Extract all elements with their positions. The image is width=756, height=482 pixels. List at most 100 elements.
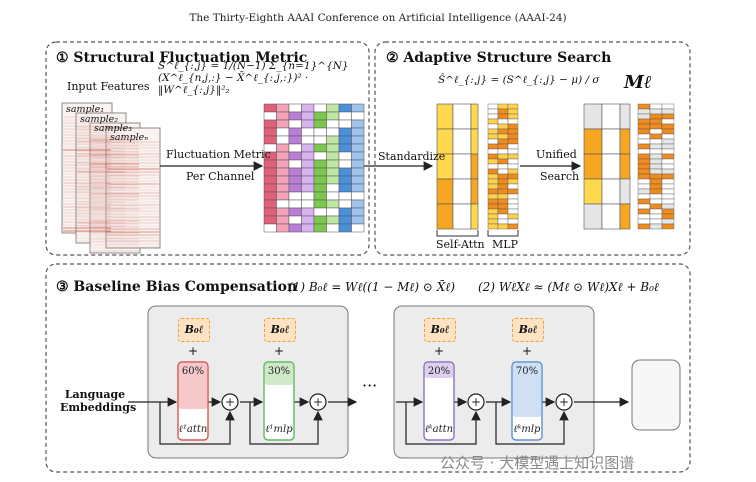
channel-cell [288, 183, 302, 193]
channel-cell [338, 119, 352, 129]
section2-frame [374, 41, 691, 256]
mask-mlp-cell [637, 118, 651, 125]
mlp-label: MLP [492, 238, 518, 251]
mlp-score-cell [497, 133, 509, 140]
mask-mlp-cell [661, 113, 675, 120]
channel-cell [326, 207, 340, 217]
channel-cell [313, 207, 327, 217]
sample-2-label: sample₂ [80, 114, 119, 125]
mask-mlp-cell [649, 143, 663, 150]
channel-cell [301, 159, 315, 169]
mask-attn-cell [583, 103, 603, 130]
channel-cell [276, 111, 290, 121]
channel-cell [326, 119, 340, 129]
channel-cell [276, 151, 290, 161]
mask-mlp-cell [637, 148, 651, 155]
mask-mlp-cell [637, 183, 651, 190]
mlp-score-cell [487, 183, 499, 190]
channel-cell [301, 151, 315, 161]
channel-cell [276, 223, 290, 233]
mask-mlp-cell [637, 173, 651, 180]
mlp-score-cell [487, 158, 499, 165]
mlp-score-cell [497, 188, 509, 195]
mlp-score-cell [487, 173, 499, 180]
channel-cell [313, 127, 327, 137]
mask-mlp-cell [637, 133, 651, 140]
mlp-score-cell [487, 203, 499, 210]
mask-mlp-cell [661, 108, 675, 115]
mask-mlp-cell [661, 203, 675, 210]
mask-mlp-cell [649, 188, 663, 195]
bias-plus-1: + [187, 344, 199, 358]
add-nodes [221, 393, 573, 411]
mask-mlp-cell [649, 148, 663, 155]
sample-stack [61, 102, 161, 254]
output-block [631, 359, 681, 431]
sparsity-label-4: 70% [516, 366, 538, 377]
attn-score-cell [452, 178, 472, 205]
mlp-score-cell [507, 148, 519, 155]
channel-cell [288, 135, 302, 145]
channel-cell [276, 119, 290, 129]
channel-cell [326, 175, 340, 185]
mask-attn-cell [601, 128, 621, 155]
channel-cell [338, 199, 352, 209]
mlp-score-cell [507, 218, 519, 225]
mask-mlp-cell [649, 113, 663, 120]
channel-cell [263, 111, 277, 121]
mask-mlp-cell [637, 103, 651, 110]
mask-mlp-cell [649, 103, 663, 110]
section3-title: ③ Baseline Bias Compensation [56, 279, 298, 295]
channel-cell [263, 215, 277, 225]
channel-cell [288, 191, 302, 201]
per-channel-label: Per Channel [186, 170, 255, 183]
mask-mlp-cell [661, 138, 675, 145]
mlp-score-cell [487, 188, 499, 195]
sample-3-label: sample₃ [94, 123, 133, 134]
bias-equation-2: (2) WℓXℓ ≈ (Mℓ ⊙ Wℓ)Xℓ + B₀ℓ [478, 280, 659, 294]
attn-score-cell [452, 203, 472, 230]
channel-cell [263, 207, 277, 217]
conference-header: The Thirty-Eighth AAAI Conference on Art… [189, 12, 567, 24]
mlp-score-cell [507, 188, 519, 195]
input-features-label: Input Features [67, 80, 150, 93]
channel-cell [351, 215, 365, 225]
channel-cell [301, 119, 315, 129]
channel-cell [313, 215, 327, 225]
attn-score-cell [470, 178, 479, 205]
channel-cell [313, 223, 327, 233]
channel-cell [313, 175, 327, 185]
standardized-score-matrix [436, 103, 519, 230]
mask-mlp-cell [661, 173, 675, 180]
channel-cell [301, 143, 315, 153]
mask-mlp-cell [637, 188, 651, 195]
channel-cell [276, 175, 290, 185]
channel-cell [338, 175, 352, 185]
mlp-score-cell [507, 128, 519, 135]
mask-mlp-cell [661, 193, 675, 200]
bias-plus-4: + [521, 344, 533, 358]
channel-cell [276, 215, 290, 225]
attn-score-cell [452, 103, 472, 130]
channel-cell [288, 207, 302, 217]
mask-mlp-cell [637, 123, 651, 130]
channel-cell [326, 103, 340, 113]
mlp-score-cell [487, 223, 499, 230]
channel-cell [351, 207, 365, 217]
channel-cell [351, 143, 365, 153]
mask-mlp-cell [649, 158, 663, 165]
mask-mlp-cell [637, 208, 651, 215]
sparsity-label-3: 20% [428, 366, 450, 377]
channel-cell [276, 159, 290, 169]
sample-1-label: sample₁ [66, 104, 105, 115]
channel-cell [351, 167, 365, 177]
mlp-score-cell [487, 153, 499, 160]
channel-cell [276, 127, 290, 137]
mlp-score-cell [487, 133, 499, 140]
mlp-score-cell [507, 168, 519, 175]
channel-cell [301, 175, 315, 185]
mlp-score-cell [507, 113, 519, 120]
channel-cell [301, 207, 315, 217]
mask-mlp-cell [637, 113, 651, 120]
channel-cell [351, 191, 365, 201]
